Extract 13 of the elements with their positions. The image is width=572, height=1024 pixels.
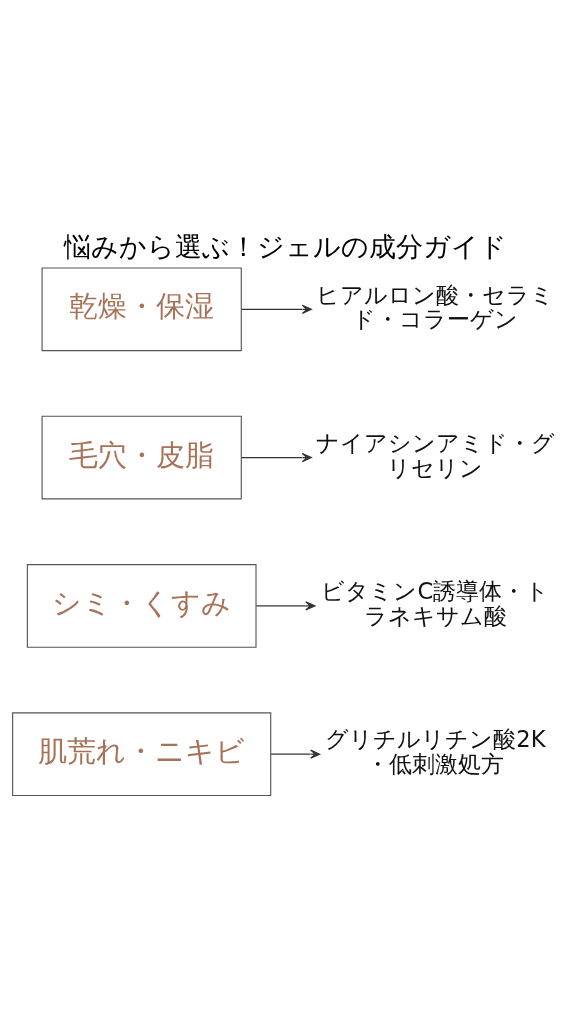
arrow — [240, 304, 312, 314]
node-box: 乾燥・保湿 — [41, 266, 242, 351]
node-text: ナイアシンアミド・グリセリン — [315, 429, 555, 481]
node-text: ビタミンC誘導体・トラネキサム酸 — [321, 577, 550, 629]
arrow — [270, 749, 321, 759]
diagram-title: 悩みから選ぶ！ジェルの成分ガイド — [64, 230, 508, 262]
node-box: シミ・くすみ — [26, 563, 257, 648]
node-box: 毛穴・皮脂 — [41, 415, 242, 499]
arrow — [240, 452, 312, 462]
node-box: 肌荒れ・ニキビ — [12, 711, 272, 796]
arrow — [255, 600, 316, 611]
node-text: グリチルリチン酸2K・低刺激処方 — [325, 725, 546, 777]
node-text: ヒアルロン酸・セラミド・コラーゲン — [316, 281, 555, 332]
